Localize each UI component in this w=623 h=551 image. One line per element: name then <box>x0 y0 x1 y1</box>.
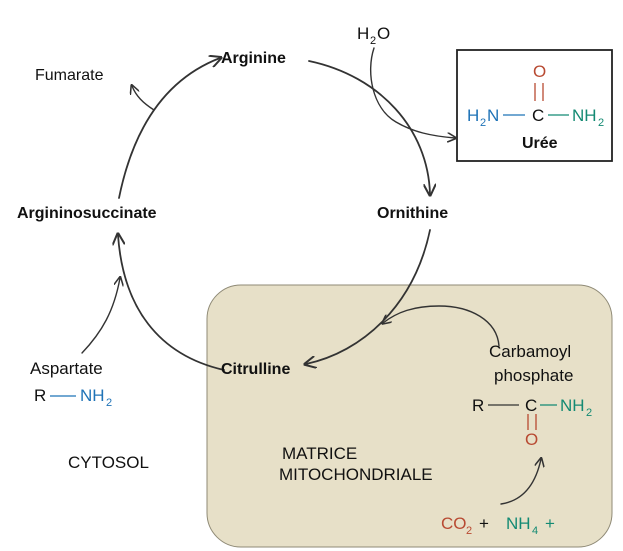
mitochondrial-matrix-region <box>206 284 613 548</box>
ammonium-label: NH <box>506 514 531 533</box>
water-o: O <box>377 24 390 43</box>
urea-h-label: H <box>467 106 479 125</box>
cycle-arrow-arginine-to-ornithine <box>308 60 430 194</box>
cycle-arrow-citrulline-to-argininosuccinate <box>118 235 225 371</box>
co2-ammonium-inputs: CO 2 + NH 4 + <box>441 514 555 537</box>
urea-nh2-subscript: 2 <box>598 117 604 129</box>
water-urea-arrow <box>369 47 455 138</box>
urea-top-oxygen: O <box>533 62 546 81</box>
fumarate-label: Fumarate <box>35 67 104 84</box>
ornithine-label: Ornithine <box>377 205 448 222</box>
urea-h-subscript: 2 <box>480 117 486 129</box>
carbamoyl-line-2: phosphate <box>494 366 573 385</box>
argininosuccinate-label: Argininosuccinate <box>17 205 157 222</box>
co2-label: CO <box>441 514 467 533</box>
urea-name: Urée <box>522 135 558 152</box>
water-subscript: 2 <box>370 35 376 47</box>
carbamoyl-r: R <box>472 396 484 415</box>
aspartate-nh2-subscript: 2 <box>106 397 112 409</box>
matrix-label-line-2: MITOCHONDRIALE <box>279 465 433 484</box>
carbamoyl-line-1: Carbamoyl <box>489 342 571 361</box>
urea-n-left: N <box>487 106 499 125</box>
water-h: H <box>357 24 369 43</box>
carbamoyl-carbon: C <box>525 396 537 415</box>
water-formula: H 2 O <box>357 24 390 47</box>
cycle-arrow-argininosuccinate-to-arginine <box>118 58 220 199</box>
aspartate-nh2: NH <box>80 386 105 405</box>
aspartate-label: Aspartate <box>30 359 103 378</box>
urea-nh2-label: NH <box>572 106 597 125</box>
carbamoyl-phosphate-formula: Carbamoyl phosphate R C NH 2 O <box>472 342 592 449</box>
urea-carbon: C <box>532 106 544 125</box>
aspartate-formula: Aspartate R NH 2 <box>30 359 112 409</box>
carbamoyl-oxygen: O <box>525 430 538 449</box>
plus-sign-2: + <box>545 514 555 533</box>
fumarate-arrow <box>132 86 155 111</box>
ammonium-subscript: 4 <box>532 525 538 537</box>
arginine-label: Arginine <box>221 50 286 67</box>
co2-subscript: 2 <box>466 525 472 537</box>
carbamoyl-nh2-subscript: 2 <box>586 407 592 419</box>
carbamoyl-nh2: NH <box>560 396 585 415</box>
plus-sign-1: + <box>479 514 489 533</box>
aspartate-r: R <box>34 386 46 405</box>
urea-box <box>456 49 613 162</box>
matrix-label-line-1: MATRICE <box>282 444 357 463</box>
urea-formula: O H 2 N C NH 2 Urée <box>467 62 604 152</box>
co2-ammonium-arrow <box>500 459 541 505</box>
aspartate-arrow <box>81 278 120 354</box>
citrulline-label: Citrulline <box>221 361 290 378</box>
carbamoyl-entry-arrow <box>383 305 500 347</box>
cytosol-label: CYTOSOL <box>68 453 149 472</box>
